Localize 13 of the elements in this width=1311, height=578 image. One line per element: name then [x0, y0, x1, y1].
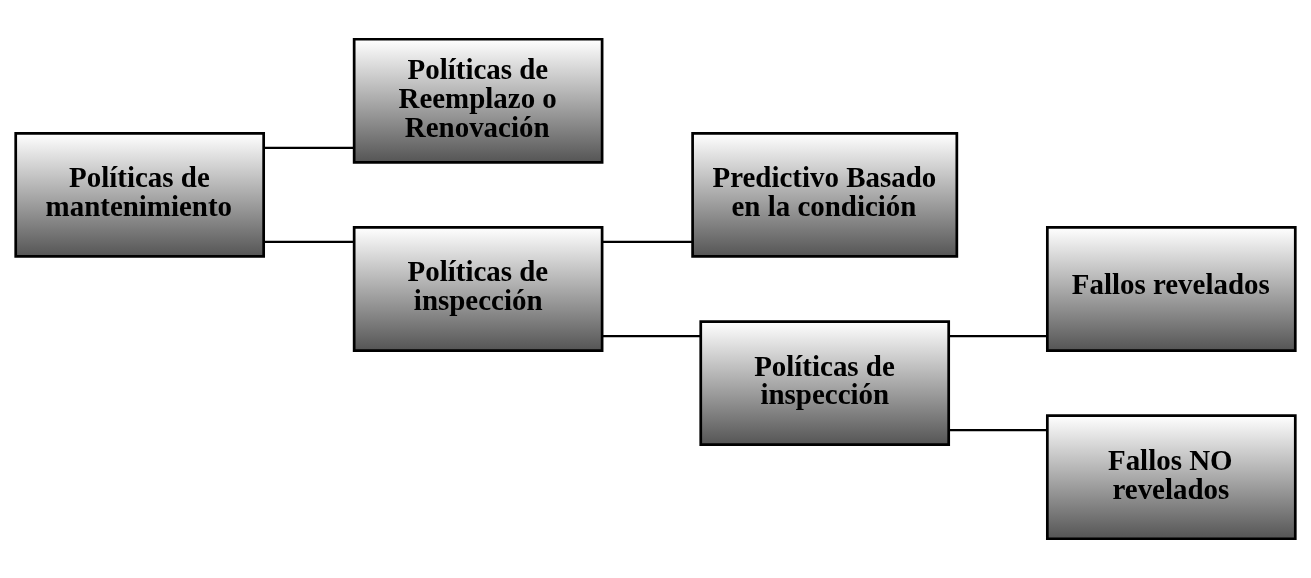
- connector: [602, 334, 701, 338]
- node-box: Fallos NO revelados: [1045, 414, 1297, 541]
- connector: [602, 240, 693, 244]
- node-box: Políticas de Reemplazo o Renovación: [352, 37, 604, 164]
- node-box: Políticas de inspección: [352, 226, 604, 352]
- node-box: Predictivo Basado en la condición: [691, 132, 959, 258]
- connector: [948, 429, 1047, 432]
- node-box: Fallos revelados: [1045, 226, 1297, 352]
- node-box: Políticas de mantenimiento: [14, 132, 266, 258]
- connector: [948, 334, 1047, 338]
- node-box: Políticas de inspección: [699, 320, 951, 446]
- connector: [263, 146, 355, 149]
- connector: [263, 240, 355, 244]
